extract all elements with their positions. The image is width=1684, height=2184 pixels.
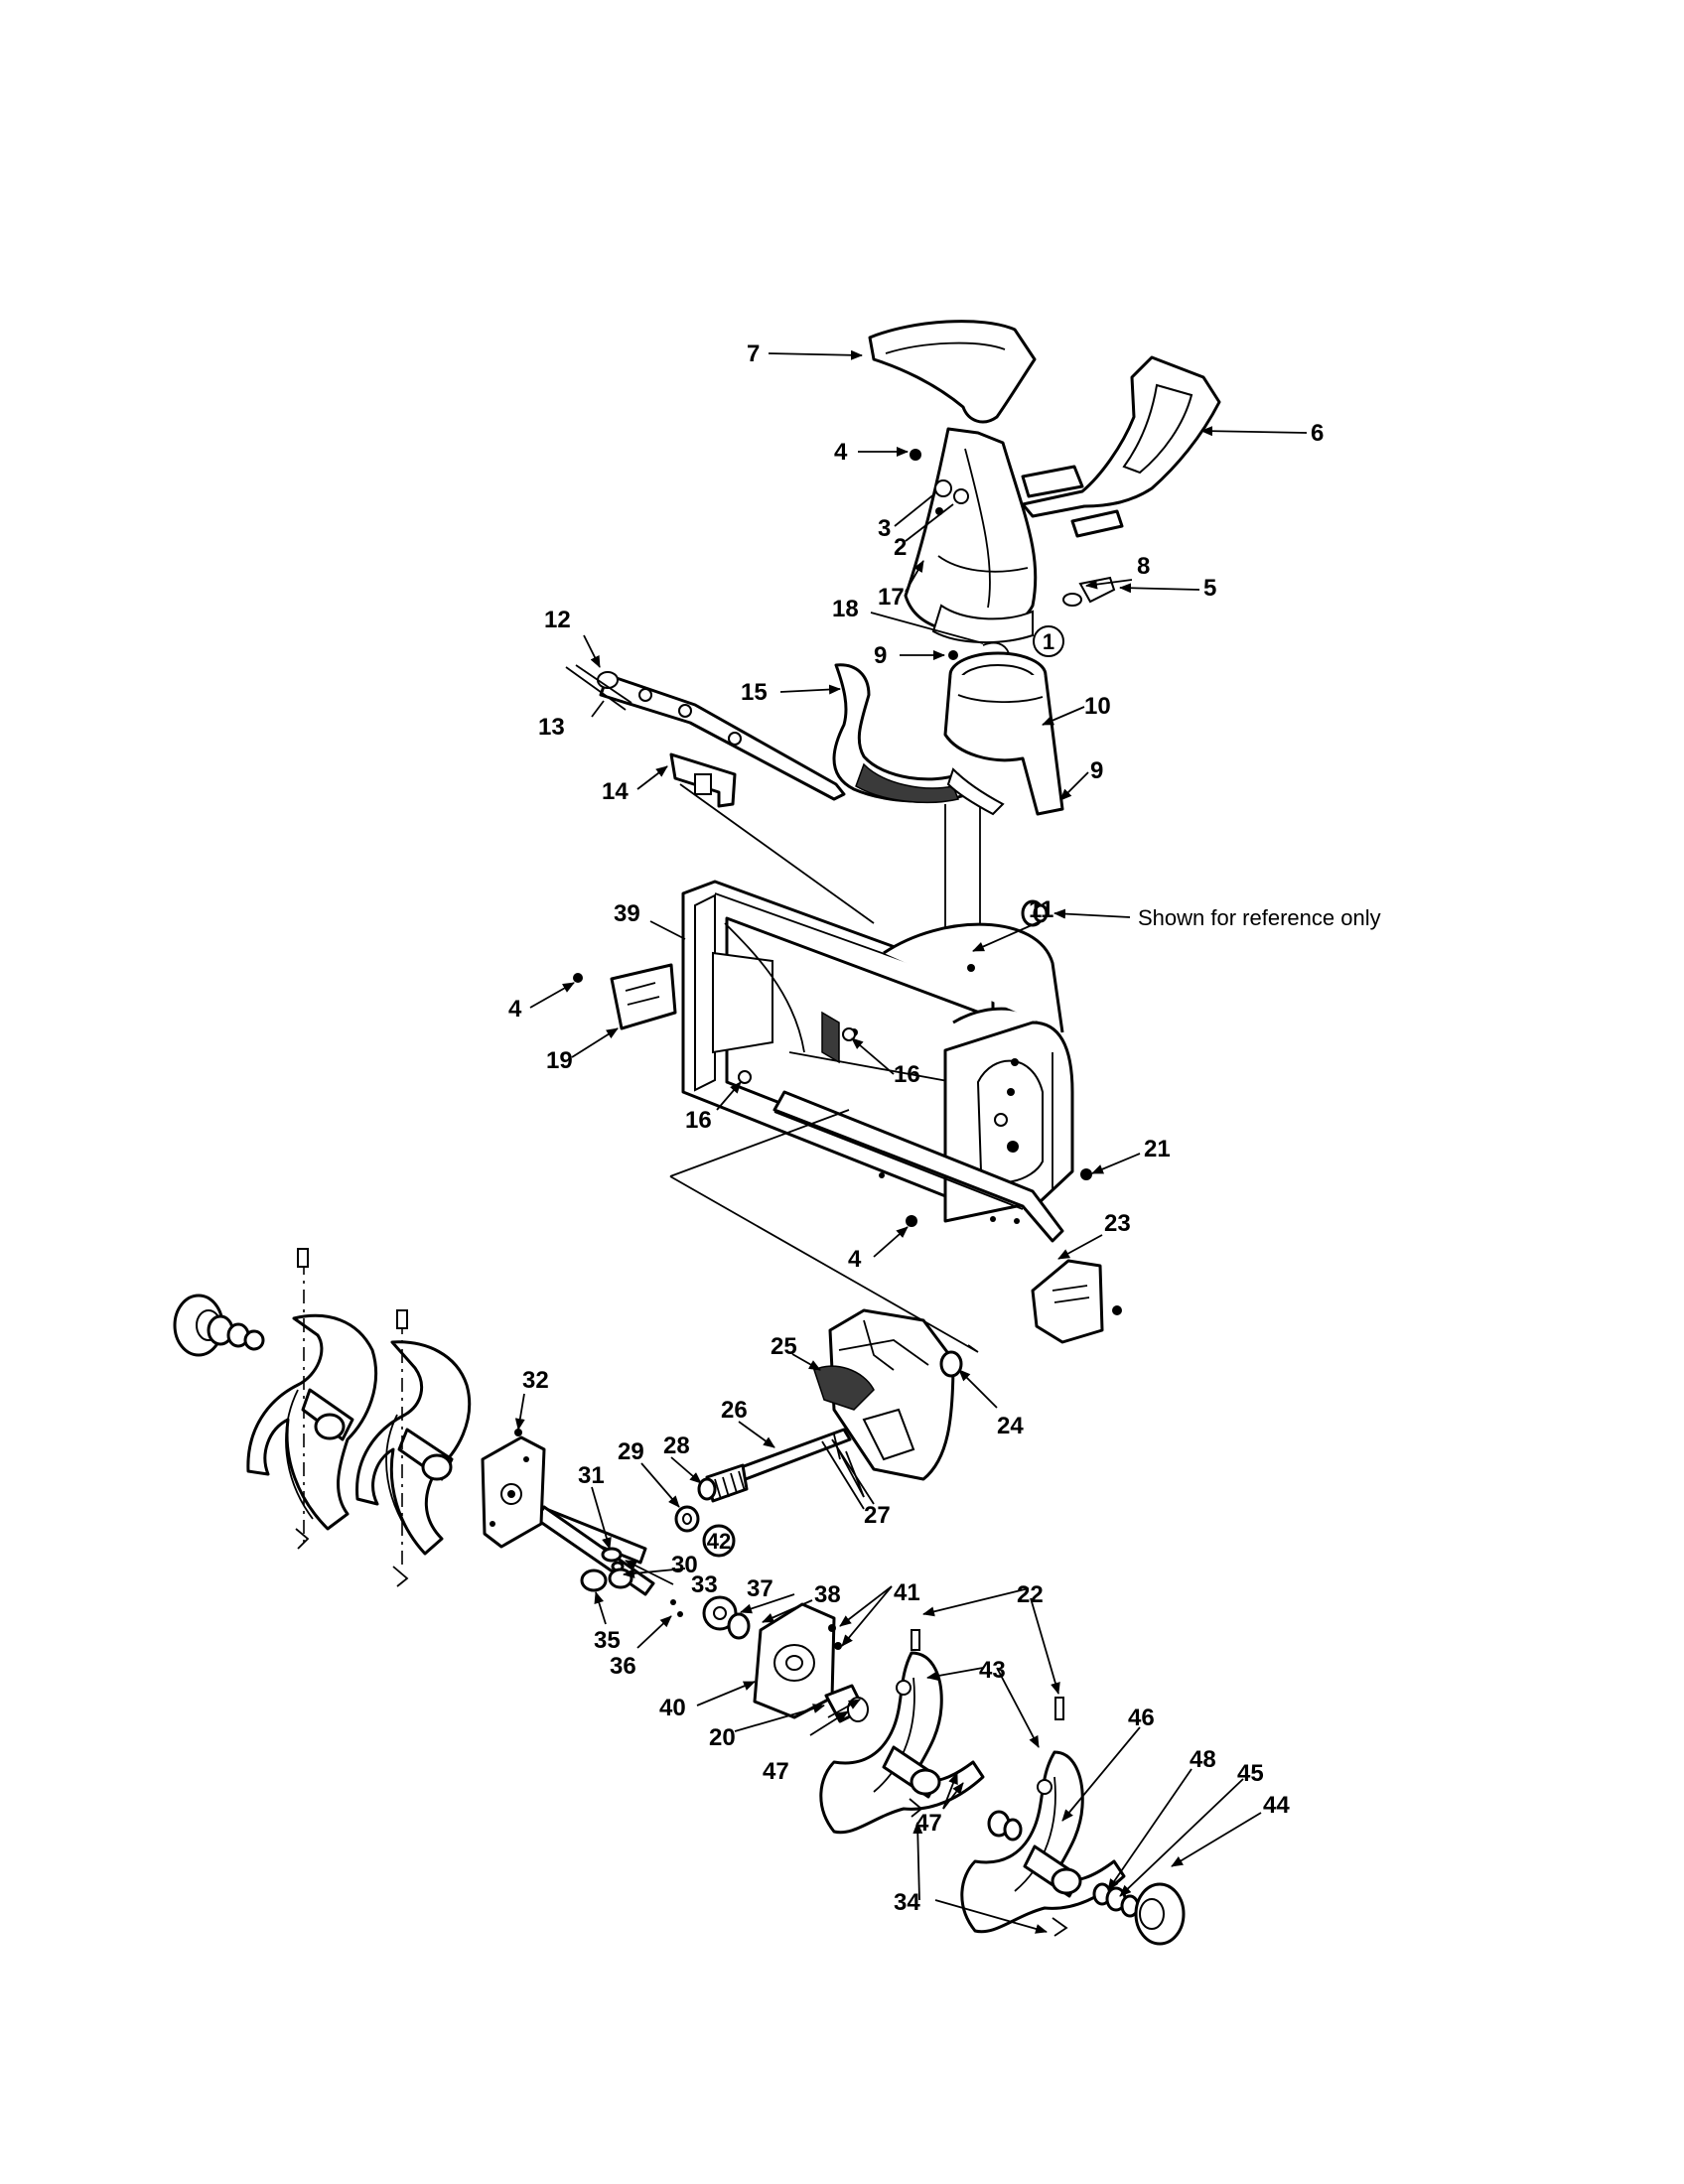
auger-left-outer-part xyxy=(246,1248,377,1550)
callout-47-right: 47 xyxy=(915,1810,942,1837)
gearbox-housing-part xyxy=(813,1308,955,1481)
worm-shaft-part xyxy=(705,1428,875,1510)
callout-41: 41 xyxy=(894,1579,920,1606)
thrust-washer-parts xyxy=(674,1477,717,1533)
callout-10: 10 xyxy=(1084,693,1111,720)
circled-callout-42-bg xyxy=(702,1524,736,1558)
chute-handle-part xyxy=(1021,355,1221,538)
callout-34: 34 xyxy=(894,1889,920,1916)
callout-5: 5 xyxy=(1203,575,1216,602)
bolt-21-part xyxy=(1080,1168,1092,1180)
callout-35: 35 xyxy=(594,1627,621,1654)
auger-right-inner-part xyxy=(819,1651,985,1835)
callout-36: 36 xyxy=(610,1653,636,1680)
upper-chute-part xyxy=(904,427,1038,644)
callout-46: 46 xyxy=(1128,1705,1155,1731)
callout-19: 19 xyxy=(546,1047,573,1074)
callout-11: 11 xyxy=(1029,896,1053,923)
auger-right-outer-part xyxy=(960,1750,1126,1934)
reference-note: Shown for reference only xyxy=(1138,905,1381,930)
callout-18: 18 xyxy=(832,596,859,622)
callout-13: 13 xyxy=(538,714,565,741)
crank-rod-part xyxy=(565,664,846,808)
callout-14: 14 xyxy=(602,778,629,805)
chute-flange-part xyxy=(832,663,1005,816)
gear-cover-right-part xyxy=(702,1595,842,1719)
auger-left-inner-part xyxy=(355,1309,472,1587)
callout-16-right: 16 xyxy=(894,1061,920,1088)
callout-44: 44 xyxy=(1263,1792,1290,1819)
callout-7: 7 xyxy=(747,341,760,367)
chute-deflector-part xyxy=(868,320,1037,424)
callout-37: 37 xyxy=(747,1575,773,1602)
callout-23: 23 xyxy=(1104,1210,1131,1237)
callout-27: 27 xyxy=(864,1502,891,1529)
callout-43: 43 xyxy=(979,1657,1006,1684)
callout-9-top: 9 xyxy=(874,642,887,669)
circled-callout-1: 1 xyxy=(1033,625,1064,657)
callout-12: 12 xyxy=(544,607,571,633)
callout-4-top: 4 xyxy=(834,439,848,466)
auger-housing-part xyxy=(681,880,1074,1243)
callout-8: 8 xyxy=(1137,553,1150,580)
callout-28: 28 xyxy=(663,1433,690,1459)
callout-6: 6 xyxy=(1311,420,1324,447)
callout-26: 26 xyxy=(721,1397,748,1424)
bolt-16-parts xyxy=(738,1027,917,1227)
callout-40: 40 xyxy=(659,1695,686,1721)
callout-47-left: 47 xyxy=(763,1758,789,1785)
auger-left-bearing-part xyxy=(173,1294,265,1357)
skid-shoe-left-part xyxy=(573,963,677,1030)
gear-cover-left-part xyxy=(481,1429,546,1549)
callout-2: 2 xyxy=(894,534,907,561)
callout-31: 31 xyxy=(578,1462,605,1489)
callout-3: 3 xyxy=(878,515,891,542)
skid-shoe-right-part xyxy=(1031,1259,1122,1344)
leader-line-14-39 xyxy=(679,783,875,924)
callout-29: 29 xyxy=(618,1438,644,1465)
callout-39: 39 xyxy=(614,900,640,927)
callout-4-left: 4 xyxy=(508,996,522,1023)
callout-30: 30 xyxy=(671,1552,698,1578)
callout-1: 1 xyxy=(1043,629,1054,654)
callout-4-bottom: 4 xyxy=(848,1246,862,1273)
callout-16-left: 16 xyxy=(685,1107,712,1134)
lower-chute-part xyxy=(943,651,1064,816)
callout-48: 48 xyxy=(1190,1746,1216,1773)
callout-15: 15 xyxy=(741,679,768,706)
auger-shaft-part xyxy=(509,1495,683,1617)
callout-32: 32 xyxy=(522,1367,549,1394)
callout-9-bottom: 9 xyxy=(1090,757,1103,784)
callout-33: 33 xyxy=(691,1571,718,1598)
callout-45: 45 xyxy=(1237,1760,1264,1787)
callout-17: 17 xyxy=(878,584,905,611)
callout-24: 24 xyxy=(997,1413,1024,1439)
callout-42: 42 xyxy=(707,1529,731,1554)
reference-pulley-part xyxy=(1021,899,1049,927)
seal-24-part xyxy=(939,1350,963,1378)
callout-20: 20 xyxy=(709,1724,736,1751)
shear-bolt-parts xyxy=(909,1629,1068,1937)
callout-22: 22 xyxy=(1017,1581,1044,1608)
leader-lines xyxy=(514,349,1308,1934)
callout-38: 38 xyxy=(814,1581,841,1608)
callout-21: 21 xyxy=(1144,1136,1171,1162)
callout-25: 25 xyxy=(771,1333,797,1360)
